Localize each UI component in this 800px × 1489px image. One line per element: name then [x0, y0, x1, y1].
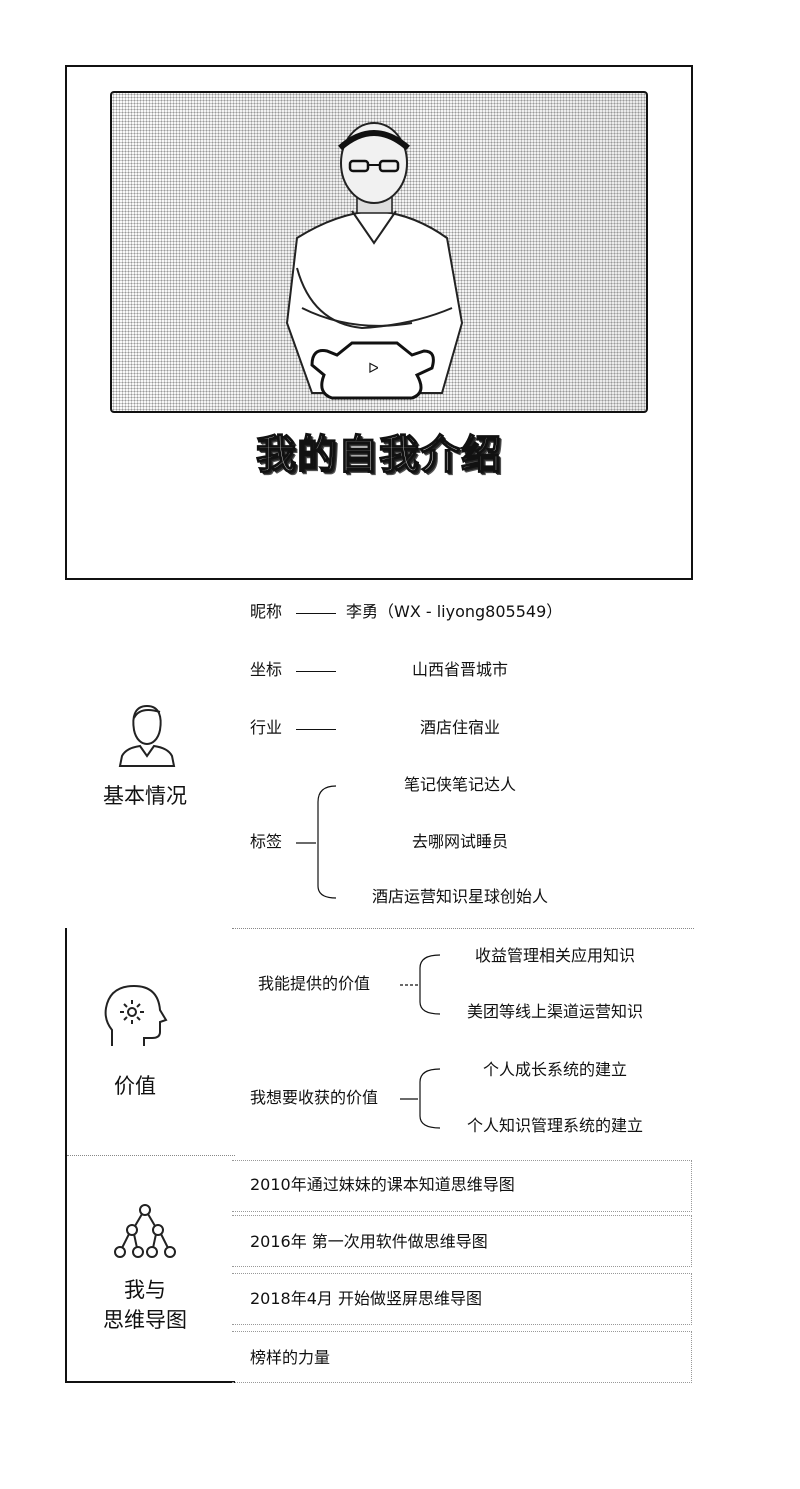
tags-bracket [296, 782, 340, 902]
timeline-row: 2016年 第一次用软件做思维导图 [232, 1215, 692, 1267]
nickname-key: 昵称 [250, 602, 283, 621]
tags-key: 标签 [250, 832, 283, 851]
person-icon [116, 700, 178, 768]
mindmap-divider [67, 1155, 235, 1156]
value-offer-bracket [396, 950, 446, 1020]
location-connector [296, 671, 336, 672]
basic-info-label: 基本情况 [103, 784, 187, 808]
value-gain-label: 我想要收获的价值 [250, 1088, 379, 1107]
value-top-divider [232, 928, 694, 929]
head-gear-icon [100, 980, 172, 1052]
tag-item: 酒店运营知识星球创始人 [371, 887, 548, 906]
nickname-connector [296, 613, 336, 614]
value-gain-item: 个人成长系统的建立 [482, 1060, 627, 1079]
value-offer-label: 我能提供的价值 [258, 974, 371, 993]
location-value: 山西省晋城市 [411, 660, 508, 679]
hero-title: 我的自我介绍 [255, 431, 502, 479]
timeline-text: 2018年4月 开始做竖屏思维导图 [250, 1289, 482, 1308]
value-label: 价值 [114, 1074, 156, 1098]
mindmap-label-line2: 思维导图 [103, 1308, 187, 1332]
industry-value: 酒店住宿业 [419, 718, 500, 737]
value-offer-item: 收益管理相关应用知识 [474, 946, 635, 965]
industry-connector [296, 729, 336, 730]
timeline-text: 榜样的力量 [250, 1348, 331, 1367]
value-gain-item: 个人知识管理系统的建立 [466, 1116, 643, 1135]
timeline-row: 榜样的力量 [232, 1331, 692, 1383]
tag-item: 笔记侠笔记达人 [403, 775, 516, 794]
hero-frame [65, 65, 693, 580]
hero-photo: ᐅ [110, 91, 648, 413]
presenter-illustration: ᐅ [285, 122, 464, 400]
mindmap-label-line1: 我与 [124, 1278, 166, 1302]
tag-item: 去哪网试睡员 [411, 832, 508, 851]
value-gain-bracket [396, 1064, 446, 1134]
timeline-text: 2016年 第一次用软件做思维导图 [250, 1232, 488, 1251]
nickname-value: 李勇（WX - liyong805549） [346, 602, 563, 621]
svg-text:ᐅ: ᐅ [368, 361, 379, 377]
industry-key: 行业 [250, 718, 283, 737]
timeline-text: 2010年通过妹妹的课本知道思维导图 [250, 1175, 515, 1194]
timeline-row: 2010年通过妹妹的课本知道思维导图 [232, 1160, 692, 1212]
hierarchy-icon [112, 1202, 178, 1260]
timeline-row: 2018年4月 开始做竖屏思维导图 [232, 1273, 692, 1325]
location-key: 坐标 [250, 660, 283, 679]
value-section-frame [65, 928, 235, 1383]
value-offer-item: 美团等线上渠道运营知识 [466, 1002, 643, 1021]
